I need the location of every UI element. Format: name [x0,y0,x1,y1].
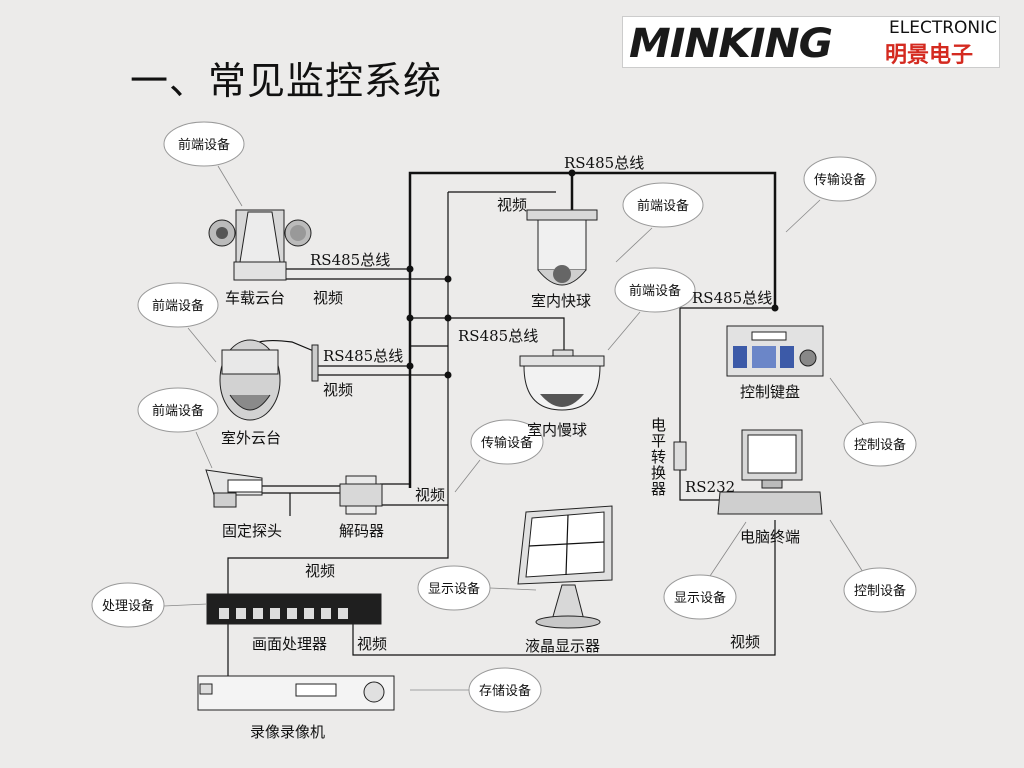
rs485-vehicle-label: RS485总线 [310,251,390,269]
rs485-top-label: RS485总线 [564,154,644,172]
control-keyboard-icon [726,325,824,377]
bubble-control-2: 控制设备 [843,567,917,613]
svg-text:前端设备: 前端设备 [637,198,689,214]
bubble-connectors [163,165,869,691]
bubble-frontend-5: 前端设备 [614,267,696,313]
bubble-control-1: 控制设备 [843,421,917,467]
page-title: 一、常见监控系统 [130,59,443,103]
logo-sub-text: ELECTRONIC [889,18,998,38]
slow-dome-rs485-line [410,317,565,350]
recorder-icon [197,675,395,711]
bubble-frontend-2: 前端设备 [137,282,219,328]
svg-text:前端设备: 前端设备 [152,298,204,314]
bubble-storage: 存储设备 [468,667,542,713]
svg-text:传输设备: 传输设备 [481,435,533,451]
brand-logo: MINKING ELECTRONIC 明景电子 [622,16,1000,68]
indoor-fast-dome-icon [526,209,598,286]
svg-text:控制设备: 控制设备 [854,437,906,453]
logo-brand-text: MINKING [629,21,833,67]
indoor-fast-dome-label: 室内快球 [531,292,591,310]
bubble-transmission-2: 传输设备 [470,419,544,465]
svg-text:存储设备: 存储设备 [479,683,531,699]
indoor-slow-dome-icon [519,349,605,411]
video-outdoor-label: 视频 [323,381,353,399]
decoder-icon [339,475,383,515]
logo-cn-text: 明景电子 [885,43,974,68]
multiplexer-icon [206,593,382,625]
video-processor-top-label: 视频 [305,562,335,580]
processor-output-video [352,520,776,656]
decoder-label: 解码器 [339,522,384,540]
bubble-processing: 处理设备 [91,582,165,628]
level-converter-label: 电平转换器 [651,416,666,498]
pc-terminal-icon [717,429,823,515]
vehicle-ptz-label: 车载云台 [225,289,285,307]
indoor-slow-dome-label: 室内慢球 [527,421,587,439]
video-decoder-label: 视频 [415,486,445,504]
rs485-right-label: RS485总线 [692,289,772,307]
fixed-camera-icon [205,469,263,508]
bubble-display-1: 显示设备 [417,565,491,611]
bubble-frontend-3: 前端设备 [137,387,219,433]
svg-text:前端设备: 前端设备 [152,403,204,419]
rs485-right-bus [679,307,775,442]
lcd-monitor-icon [517,505,613,629]
video-fast-dome-label: 视频 [497,196,527,214]
multiplexer-label: 画面处理器 [252,635,327,653]
video-processor-out-label: 视频 [357,635,387,653]
pc-terminal-label: 电脑终端 [740,528,800,546]
bubble-frontend-4: 前端设备 [622,182,704,228]
outdoor-ptz-icon [219,339,319,421]
svg-text:控制设备: 控制设备 [854,583,906,599]
rs485-outdoor-label: RS485总线 [323,347,403,365]
video-right-label: 视频 [730,633,760,651]
lcd-monitor-label: 液晶显示器 [525,637,600,655]
wires [227,169,779,676]
svg-text:前端设备: 前端设备 [178,137,230,153]
svg-text:前端设备: 前端设备 [629,283,681,299]
rs232-label: RS232 [685,478,735,496]
svg-text:显示设备: 显示设备 [674,590,726,606]
level-converter-icon [673,441,687,471]
video-vehicle-label: 视频 [313,289,343,307]
svg-text:处理设备: 处理设备 [102,598,154,614]
control-keyboard-label: 控制键盘 [740,383,800,401]
fixed-camera-label: 固定探头 [222,522,282,540]
svg-text:显示设备: 显示设备 [428,581,480,597]
svg-text:传输设备: 传输设备 [814,172,866,188]
vehicle-ptz-icon [208,209,312,281]
bubble-frontend-1: 前端设备 [163,121,245,167]
rs232-line [679,470,720,501]
rs485-slow-dome-label: RS485总线 [458,327,538,345]
outdoor-ptz-label: 室外云台 [221,429,281,447]
rs485-main-bus [408,171,777,488]
bubble-transmission-1: 传输设备 [803,156,877,202]
recorder-label: 录像录像机 [250,723,325,741]
bubble-display-2: 显示设备 [663,574,737,620]
